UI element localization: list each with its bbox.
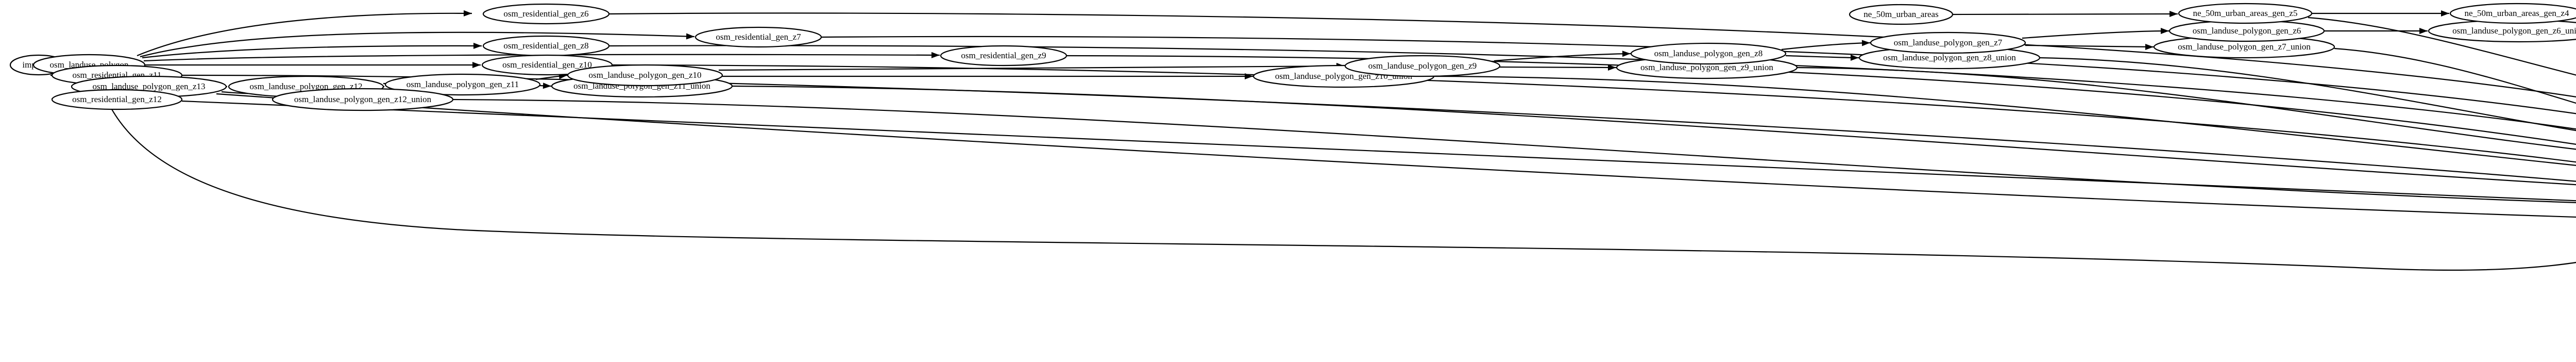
node-ellipse[interactable]	[694, 26, 822, 48]
edge-path	[137, 12, 472, 57]
edge-path	[97, 75, 2576, 271]
edge-path	[732, 85, 2576, 186]
node-osm_landuse_polygon_gen_z12_union[interactable]: osm_landuse_polygon_gen_z12_union	[272, 88, 454, 111]
arrow-head-icon	[686, 33, 694, 40]
edge-osm_landuse_polygon-to-osm_residential_gen_z10	[145, 62, 481, 68]
edge-osm_residential_gen_z9-to-layer_landuse_z9	[1066, 55, 2576, 145]
edge-path	[2308, 17, 2576, 76]
node-ellipse[interactable]	[1344, 55, 1501, 77]
edge-osm_landuse_polygon-to-layer_landuse_z14	[97, 75, 2576, 271]
arrow-head-icon	[2169, 11, 2178, 18]
arrow-head-icon	[2145, 43, 2154, 50]
edge-osm_landuse_polygon_gen_z8-to-osm_landuse_polygon_gen_z7	[1781, 40, 1871, 51]
edge-path	[2022, 30, 2170, 39]
node-ellipse[interactable]	[1849, 4, 1954, 25]
node-osm_landuse_polygon_gen_z8[interactable]: osm_landuse_polygon_gen_z8	[1630, 42, 1787, 65]
node-osm_residential_gen_z7[interactable]: osm_residential_gen_z7	[694, 26, 822, 48]
arrow-head-icon	[2160, 28, 2169, 35]
arrow-head-icon	[1850, 54, 1859, 61]
arrow-head-icon	[1622, 51, 1631, 57]
edge-osm_residential_gen_z11-to-layer_landuse_z11	[181, 74, 2576, 182]
edge-path	[1785, 55, 1859, 59]
node-ellipse[interactable]	[1630, 42, 1787, 65]
edge-osm_landuse_polygon_gen_z9-to-osm_landuse_polygon_gen_z8	[1494, 51, 1631, 62]
edge-osm_landuse_polygon_gen_z9_union-to-layer_landuse_z9	[1797, 67, 2576, 150]
node-osm_residential_gen_z6[interactable]: osm_residential_gen_z6	[482, 3, 610, 25]
node-ellipse[interactable]	[384, 73, 541, 96]
node-ne_50m_urban_areas[interactable]: ne_50m_urban_areas	[1849, 4, 1954, 25]
arrow-head-icon	[472, 62, 481, 68]
arrow-head-icon	[2419, 28, 2428, 34]
arrow-head-icon	[1245, 73, 1253, 79]
edge-ne_50m_urban_areas_gen_z5-to-layer_landuse_z5	[2308, 17, 2576, 76]
edge-path	[143, 54, 940, 62]
edge-osm_landuse_polygon_gen_z11_union-to-layer_landuse_z11	[732, 85, 2576, 186]
edge-osm_landuse_polygon_gen_z6-to-osm_landuse_polygon_gen_z6_union	[2324, 28, 2428, 34]
edge-path	[1781, 42, 1871, 51]
arrow-head-icon	[2441, 10, 2449, 17]
edge-path	[1797, 67, 2576, 150]
edge-osm_landuse_polygon_gen_z11-to-osm_landuse_polygon_gen_z11_union	[539, 83, 552, 89]
node-osm_residential_gen_z12[interactable]: osm_residential_gen_z12	[51, 89, 183, 110]
node-ellipse[interactable]	[567, 64, 723, 87]
node-ellipse[interactable]	[482, 3, 610, 25]
edge-path	[2025, 44, 2154, 48]
node-ellipse[interactable]	[2178, 3, 2313, 24]
edge-osm_landuse_polygon-to-osm_residential_gen_z7	[140, 31, 695, 58]
edge-osm_landuse_polygon_gen_z13-to-layer_landuse_z13	[216, 93, 2576, 218]
node-osm_landuse_polygon_gen_z10[interactable]: osm_landuse_polygon_gen_z10	[567, 64, 723, 87]
edge-path	[608, 45, 2576, 130]
edge-osm_landuse_polygon_gen_z12_union-to-layer_landuse_z12	[452, 98, 2576, 203]
edge-path	[608, 12, 2576, 98]
edge-osm_landuse_polygon-to-osm_residential_gen_z8	[142, 42, 482, 59]
arrow-head-icon	[543, 83, 551, 89]
node-ellipse[interactable]	[51, 89, 183, 110]
edge-osm_residential_gen_z6-to-layer_landuse_z6	[608, 12, 2576, 98]
edge-path	[142, 45, 482, 59]
edge-path	[1499, 66, 1617, 69]
edge-path	[216, 93, 2576, 218]
edge-osm_landuse_polygon_gen_z7_union-to-layer_landuse_z7	[2334, 47, 2576, 104]
node-ellipse[interactable]	[1870, 31, 2026, 54]
arrow-head-icon	[1607, 64, 1616, 71]
edge-path	[140, 31, 695, 58]
arrow-head-icon	[1861, 40, 1870, 46]
node-osm_residential_gen_z8[interactable]: osm_residential_gen_z8	[482, 35, 610, 57]
edge-path	[1433, 75, 2576, 166]
edge-osm_landuse_polygon-to-osm_residential_gen_z6	[137, 10, 472, 57]
edge-path	[181, 74, 2576, 182]
node-ellipse[interactable]	[940, 45, 1067, 67]
edge-osm_landuse_polygon_gen_z8-to-osm_landuse_polygon_gen_z8_union	[1785, 54, 1859, 61]
edge-osm_landuse_polygon_gen_z9-to-osm_landuse_polygon_gen_z9_union	[1499, 64, 1617, 71]
edge-path	[1066, 55, 2576, 145]
edge-osm_landuse_polygon_gen_z7-to-osm_landuse_polygon_gen_z7_union	[2025, 43, 2154, 50]
arrow-head-icon	[931, 52, 940, 58]
edge-osm_landuse_polygon_gen_z10_union-to-layer_landuse_z10	[1433, 75, 2576, 166]
node-osm_landuse_polygon_gen_z9[interactable]: osm_landuse_polygon_gen_z9	[1344, 55, 1501, 77]
edge-osm_landuse_polygon_gen_z10-to-osm_landuse_polygon_gen_z10_union	[722, 73, 1253, 79]
node-ellipse[interactable]	[2449, 3, 2576, 24]
arrow-head-icon	[463, 10, 472, 17]
edge-path	[181, 100, 2576, 202]
edge-osm_landuse_polygon_gen_z8_union-to-layer_landuse_z8	[2039, 57, 2576, 131]
arrow-head-icon	[473, 42, 482, 49]
node-ne_50m_urban_areas_gen_z5[interactable]: ne_50m_urban_areas_gen_z5	[2178, 3, 2313, 24]
edge-ne_50m_urban_areas-to-ne_50m_urban_areas_gen_z5	[1952, 11, 2178, 18]
node-ellipse[interactable]	[482, 35, 610, 57]
node-ne_50m_urban_areas_gen_z4[interactable]: ne_50m_urban_areas_gen_z4	[2449, 3, 2576, 24]
node-ellipse[interactable]	[272, 88, 454, 111]
edge-osm_residential_gen_z8-to-layer_landuse_z8	[608, 45, 2576, 130]
edge-osm_landuse_polygon-to-osm_residential_gen_z9	[143, 52, 940, 62]
edge-path	[1494, 53, 1631, 62]
edge-path	[452, 98, 2576, 203]
node-osm_residential_gen_z9[interactable]: osm_residential_gen_z9	[940, 45, 1067, 67]
edge-ne_50m_urban_areas_gen_z5-to-ne_50m_urban_areas_gen_z4	[2312, 10, 2449, 17]
edge-path	[2334, 47, 2576, 104]
edge-osm_landuse_polygon_gen_z7-to-osm_landuse_polygon_gen_z6	[2022, 28, 2170, 39]
edge-path	[2039, 57, 2576, 131]
node-osm_landuse_polygon_gen_z7[interactable]: osm_landuse_polygon_gen_z7	[1870, 31, 2026, 54]
